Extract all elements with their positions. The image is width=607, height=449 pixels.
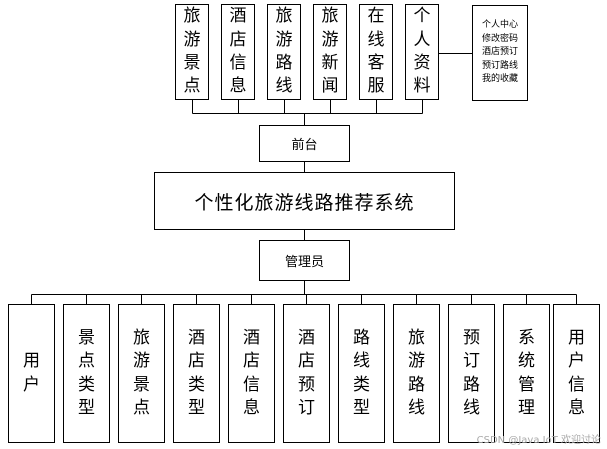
personal-profile-note-text: 个人中心 修改密码 酒店预订 预订路线 我的收藏	[481, 20, 518, 85]
admin-node-label: 管理员	[284, 255, 324, 270]
admin-module-hotel-info: 酒店信息	[228, 304, 275, 443]
frontend-node: 前台	[259, 125, 350, 162]
frontend-module-online-service: 在线客服	[359, 4, 393, 100]
admin-module-spot-types: 景点类型	[63, 304, 110, 443]
frontend-module-label: 个人资料	[413, 6, 431, 97]
admin-module-label: 预订路线	[463, 327, 480, 418]
admin-module-hotel-booking: 酒店预订	[283, 304, 330, 443]
frontend-module-label: 旅游新闻	[321, 6, 339, 97]
admin-module-users: 用户	[8, 304, 55, 443]
frontend-module-hotel-info: 酒店信息	[221, 4, 255, 100]
frontend-module-label: 在线客服	[367, 6, 385, 97]
system-title: 个性化旅游线路推荐系统	[194, 191, 415, 214]
admin-module-label: 用户信息	[568, 327, 585, 418]
admin-module-route-types: 路线类型	[338, 304, 385, 443]
admin-module-label: 用户	[23, 351, 40, 395]
admin-module-route-booking: 预订路线	[448, 304, 495, 443]
frontend-module-label: 旅游路线	[275, 6, 293, 97]
admin-module-label: 系统管理	[518, 327, 535, 418]
frontend-module-scenic-spots: 旅游景点	[175, 4, 209, 100]
personal-profile-note: 个人中心 修改密码 酒店预订 预订路线 我的收藏	[472, 5, 528, 101]
admin-module-label: 酒店类型	[188, 327, 205, 418]
frontend-node-label: 前台	[291, 138, 318, 153]
frontend-module-label: 旅游景点	[183, 6, 201, 97]
admin-module-label: 路线类型	[353, 327, 370, 418]
watermark: CSDN @Java IoT 欢迎讨论	[476, 435, 601, 446]
admin-module-scenic-spots: 旅游景点	[118, 304, 165, 443]
admin-module-system-management: 系统管理	[503, 304, 550, 443]
frontend-module-travel-routes: 旅游路线	[267, 4, 301, 100]
admin-module-label: 旅游路线	[408, 327, 425, 418]
admin-module-hotel-types: 酒店类型	[173, 304, 220, 443]
admin-module-label: 景点类型	[78, 327, 95, 418]
admin-module-label: 酒店信息	[243, 327, 260, 418]
system-title-node: 个性化旅游线路推荐系统	[154, 172, 455, 230]
admin-module-label: 酒店预订	[298, 327, 315, 418]
admin-module-user-info: 用户信息	[553, 304, 600, 443]
admin-module-label: 旅游景点	[133, 327, 150, 418]
frontend-module-travel-news: 旅游新闻	[313, 4, 347, 100]
frontend-module-label: 酒店信息	[229, 6, 247, 97]
admin-node: 管理员	[259, 240, 350, 281]
frontend-module-personal-profile: 个人资料	[405, 4, 439, 100]
admin-module-travel-routes: 旅游路线	[393, 304, 440, 443]
